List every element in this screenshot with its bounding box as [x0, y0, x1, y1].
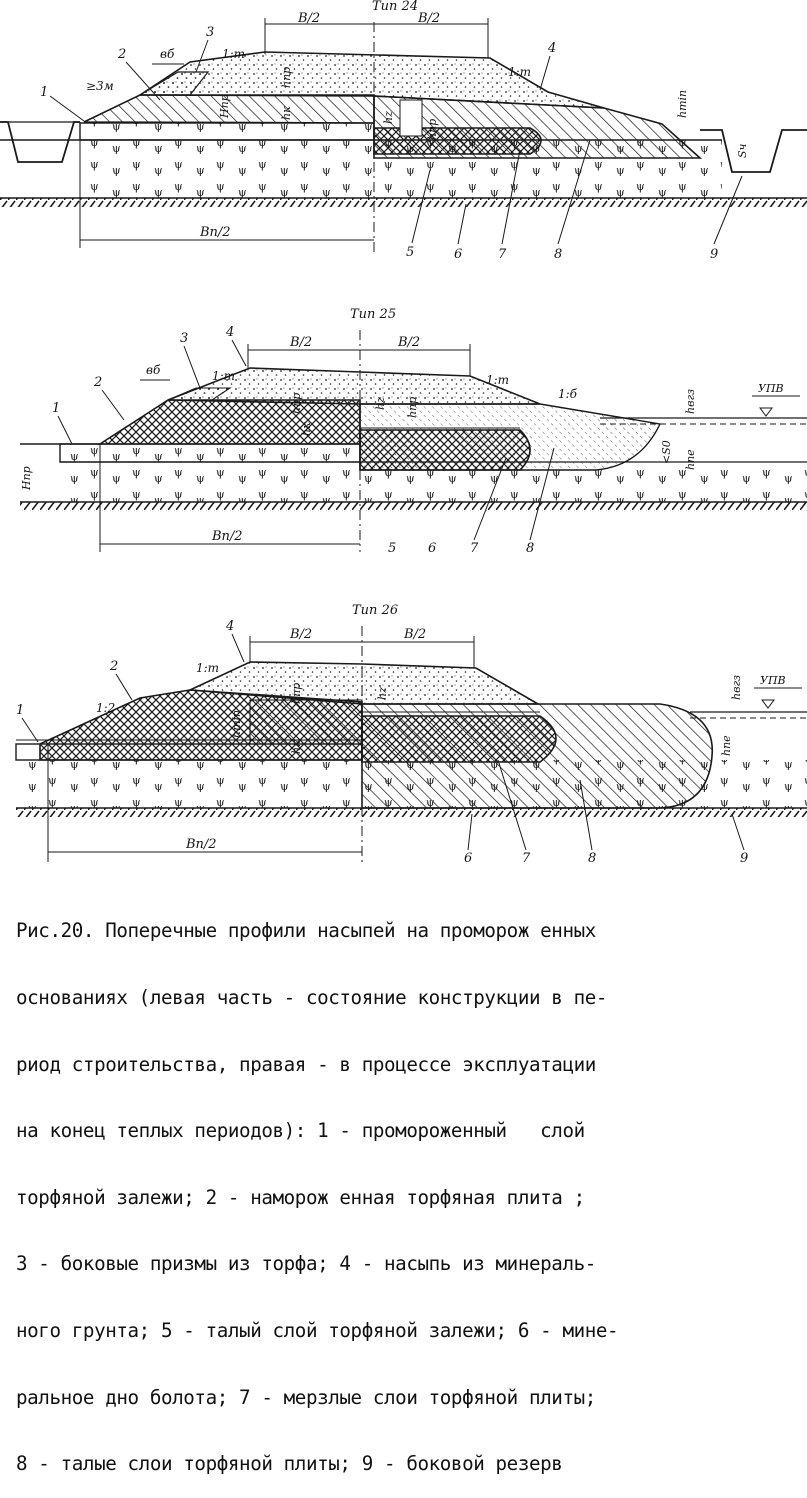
t24-height-hz: hz [382, 111, 395, 124]
t25-dim-prism: вб [146, 363, 161, 377]
caption-line: 3 - боковые призмы из торфа; 4 - насыпь … [16, 1252, 596, 1276]
t24-dim-half-right: B/2 [417, 11, 440, 26]
t24-side-reserve [700, 129, 807, 173]
type25-title: Тип 25 [350, 307, 396, 322]
t25-callout-7: 7 [470, 541, 479, 556]
t24-callout-8: 8 [554, 247, 562, 262]
t25-marker-upv: УПВ [758, 382, 784, 395]
caption-line: ного грунта; 5 - талый слой торфяной зал… [16, 1319, 619, 1343]
t25-dim-half-right: B/2 [397, 335, 420, 350]
type26-section: Тип 26 B/2 B/2 Вп/2 1:m 1:2 hпр hz hmin … [15, 603, 807, 866]
t25-dim-base-half: Вп/2 [211, 529, 243, 544]
figure-caption: Рис.20. Поперечные профили насыпей на пр… [16, 876, 798, 1498]
t26-height-hpe: hпе [720, 735, 733, 756]
t24-frozen-core [373, 127, 542, 155]
t25-frozen-layer [59, 443, 361, 463]
t26-dim-base-half: Вп/2 [185, 837, 217, 852]
t25-callout-8: 8 [526, 541, 534, 556]
t25-height-s0: <S0 [660, 440, 673, 464]
t26-height-hnp: hпр [290, 683, 303, 704]
t26-callout-6: 6 [464, 851, 472, 866]
t24-callout-7: 7 [498, 247, 507, 262]
t24-callout-5: 5 [406, 245, 414, 260]
t24-height-hk: hк [280, 106, 293, 120]
caption-line: торфяной залежи; 2 - наморож енная торфя… [16, 1185, 585, 1209]
t25-callout-5: 5 [388, 541, 396, 556]
t25-height-hbz: hвгз [684, 389, 697, 414]
caption-line: ральное дно болота; 7 - мерзлые слои тор… [16, 1385, 596, 1409]
type25-section: Тип 25 B/2 B/2 Вп/2 вб 1:m 1:m 1:б hпр h… [20, 307, 807, 556]
t24-dim-prism: вб [160, 47, 175, 61]
t25-slope-top: 1:m [212, 369, 235, 383]
t26-dim-half-left: B/2 [289, 627, 312, 642]
t25-callout-3: 3 [180, 331, 188, 346]
caption-line: основаниях (левая часть - состояние конс… [16, 986, 608, 1010]
t24-dim-offset: ≥3м [86, 79, 114, 93]
t25-callout-2: 2 [93, 375, 102, 390]
t24-callout-6: 6 [454, 247, 462, 262]
t24-height-hnp-mid: hпр [280, 67, 293, 88]
cross-section-figure: ψ ψ Тип 24 [0, 0, 807, 866]
t25-height-hz: hz [374, 397, 387, 410]
t24-left-ditch [0, 121, 80, 163]
t24-height-hnp-right: hпр [426, 119, 439, 140]
caption-line: Рис.20. Поперечные профили насыпей на пр… [16, 919, 596, 943]
t25-dim-half-left: B/2 [289, 335, 312, 350]
t26-slope-side: 1:2 [96, 701, 115, 715]
caption-line: на конец теплых периодов): 1 - промороже… [16, 1119, 585, 1143]
caption-line: риод строительства, правая - в процессе … [16, 1052, 596, 1076]
t26-slope-top: 1:m [196, 661, 219, 675]
t26-callout-7: 7 [522, 851, 531, 866]
t24-callout-3: 3 [206, 25, 214, 40]
t24-slope-left: 1:m [222, 47, 245, 61]
t24-callout-1: 1 [40, 85, 48, 100]
t25-slope-top-right: 1:m [486, 373, 509, 387]
t26-height-hk: hк [290, 740, 303, 754]
t26-height-hmin: hmin [230, 710, 243, 738]
t25-height-hnp2: hпр [406, 397, 419, 418]
t26-callout-2: 2 [109, 659, 118, 674]
t25-side-prism [167, 387, 232, 401]
t26-callout-9: 9 [740, 851, 748, 866]
t25-callout-6: 6 [428, 541, 436, 556]
t25-slope-side: 1:б [558, 387, 578, 401]
t26-height-hbz: hвгз [730, 675, 743, 700]
t26-marker-upv: УПВ [760, 674, 786, 687]
caption-line: 8 - талые слои торфяной плиты; 9 - боков… [16, 1452, 563, 1476]
t24-frozen-layer [79, 122, 375, 141]
t25-height-hnp: hпр [290, 393, 303, 414]
t25-frozen-core [359, 429, 531, 471]
t24-height-sigma: Sч [736, 143, 749, 158]
t26-dim-half-right: B/2 [403, 627, 426, 642]
t25-height-hpe: hпе [684, 449, 697, 470]
t24-frozen-plate [83, 94, 375, 124]
t24-side-prism [137, 71, 210, 96]
type26-title: Тип 26 [352, 603, 398, 618]
t24-height-hmin: hmin [676, 90, 689, 118]
t24-slope-right: 1:m [508, 65, 531, 79]
t26-callout-1: 1 [16, 703, 24, 718]
t25-callout-4: 4 [225, 325, 234, 340]
type24-section: Тип 24 B/2 B/2 Вп/2 вб [0, 0, 807, 262]
t25-callout-1: 1 [52, 401, 60, 416]
t25-mineral-bottom [20, 502, 807, 511]
t26-frozen-core [361, 715, 557, 763]
t26-callout-8: 8 [588, 851, 596, 866]
type24-title: Тип 24 [372, 0, 418, 14]
t24-callout-2: 2 [117, 47, 126, 62]
t24-mineral-bottom [0, 198, 807, 207]
t25-height-hk: hк [300, 422, 313, 436]
t24-dim-base-half: Вп/2 [199, 225, 231, 240]
t26-mineral-bottom [16, 808, 807, 817]
t24-dim-half-left: B/2 [297, 11, 320, 26]
t25-height-hnp-left: Hпр [20, 466, 33, 491]
t26-callout-4: 4 [225, 619, 234, 634]
t24-height-hnp-left: Hпр [218, 94, 231, 119]
t26-height-hz: hz [376, 687, 389, 700]
t25-frozen-plate [97, 399, 361, 445]
t24-callout-4: 4 [547, 41, 556, 56]
t24-callout-9: 9 [710, 247, 718, 262]
